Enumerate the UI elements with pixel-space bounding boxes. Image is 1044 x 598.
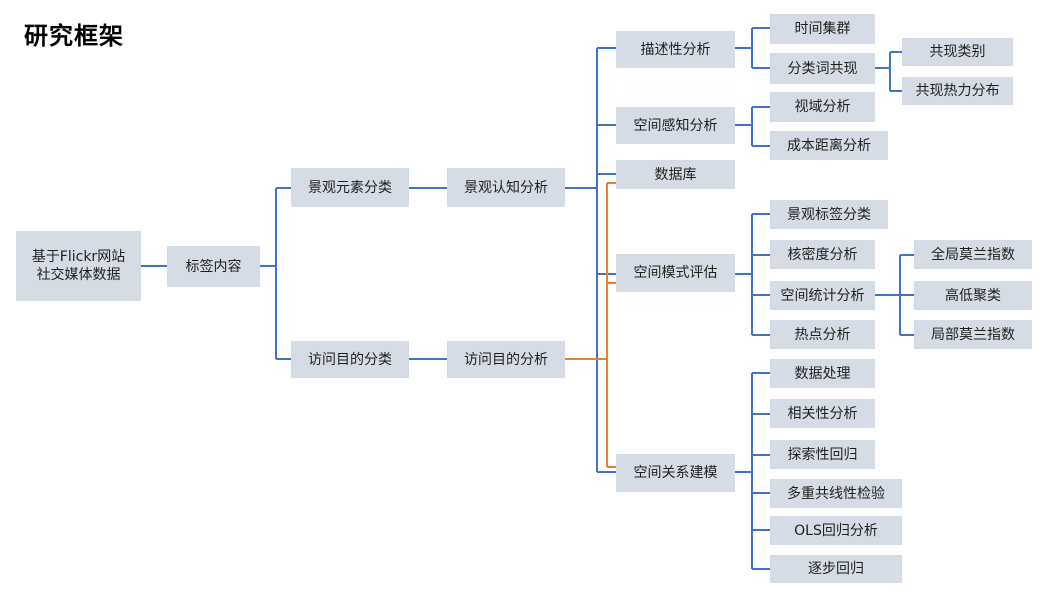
node-hotspot-analysis: 热点分析 [770, 320, 875, 349]
connector-purpose-analysis-branch [565, 182, 616, 468]
node-multicollinearity-test: 多重共线性检验 [770, 479, 902, 508]
node-local-moran-index: 局部莫兰指数 [914, 320, 1032, 349]
node-source-data: 基于Flickr网站 社交媒体数据 [16, 231, 141, 301]
node-exploratory-regression: 探索性回归 [770, 440, 875, 469]
node-spatial-relation-modeling: 空间关系建模 [616, 454, 735, 492]
node-tag-content: 标签内容 [167, 246, 260, 287]
connector-descriptive-branch [735, 27, 770, 69]
orange-connectors [565, 182, 616, 468]
node-stepwise-regression: 逐步回归 [770, 555, 902, 583]
node-viewshed-analysis: 视域分析 [770, 92, 875, 122]
node-term-cooccurrence: 分类词共现 [770, 53, 875, 84]
connector-land-analysis-branch [565, 47, 616, 473]
blue-connectors [141, 27, 914, 570]
node-landscape-element-classification: 景观元素分类 [291, 168, 409, 207]
node-spatial-statistics-analysis: 空间统计分析 [770, 281, 875, 310]
node-cooccurrence-category: 共现类别 [902, 38, 1013, 66]
node-high-low-clustering: 高低聚类 [914, 281, 1032, 310]
node-spatial-pattern-assessment: 空间模式评估 [616, 254, 735, 292]
node-cost-distance-analysis: 成本距离分析 [770, 131, 888, 160]
node-visit-purpose-analysis: 访问目的分析 [447, 341, 565, 378]
node-ols-regression: OLS回归分析 [770, 516, 902, 545]
connector-spatial-stat-branch [875, 254, 914, 336]
connector-cooccur-branch [875, 51, 902, 92]
connector-tag-branch [260, 187, 291, 360]
connector-pattern-branch [735, 213, 770, 336]
diagram-title: 研究框架 [24, 22, 124, 50]
node-landscape-tag-classification: 景观标签分类 [770, 200, 888, 229]
node-spatial-perception-analysis: 空间感知分析 [616, 107, 735, 144]
connector-perception-branch [735, 106, 770, 147]
connector-relation-branch [735, 372, 770, 570]
node-global-moran-index: 全局莫兰指数 [914, 240, 1032, 269]
node-cooccurrence-heat-distribution: 共现热力分布 [902, 77, 1013, 105]
connector-classify-analysis [409, 187, 447, 360]
node-visit-purpose-classification: 访问目的分类 [291, 341, 409, 378]
node-database: 数据库 [616, 160, 735, 189]
node-descriptive-analysis: 描述性分析 [616, 31, 735, 68]
node-source-line-2: 社交媒体数据 [36, 267, 121, 283]
node-kernel-density-analysis: 核密度分析 [770, 240, 875, 269]
node-data-processing: 数据处理 [770, 359, 875, 388]
node-time-cluster: 时间集群 [770, 14, 875, 44]
node-source-line-1: 基于Flickr网站 [31, 249, 126, 265]
node-correlation-analysis: 相关性分析 [770, 399, 875, 428]
node-landscape-cognition-analysis: 景观认知分析 [447, 168, 565, 207]
